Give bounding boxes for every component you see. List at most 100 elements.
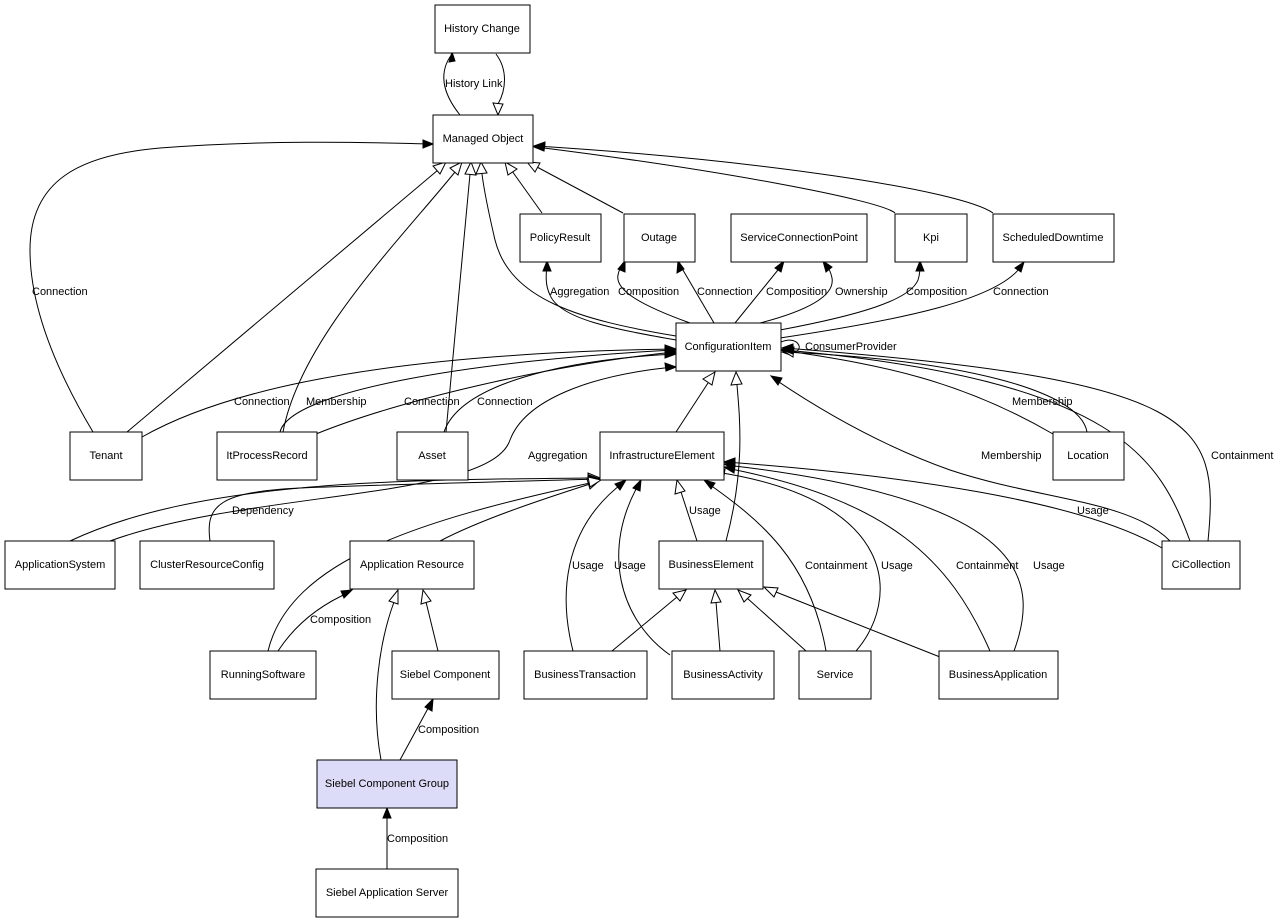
edge-label-composition: Composition <box>418 724 479 736</box>
arrow-head-filled <box>915 259 925 272</box>
node-siebel-application-server[interactable]: Siebel Application Server <box>315 868 459 918</box>
node-label: BusinessElement <box>669 559 754 571</box>
arrow-head-open <box>432 161 447 175</box>
node-scheduled-downtime[interactable]: ScheduledDowntime <box>992 213 1115 263</box>
arrow-head-filled <box>769 375 783 386</box>
node-application-system[interactable]: ApplicationSystem <box>4 540 116 590</box>
node-infrastructure-element[interactable]: InfrastructureElement <box>599 431 725 481</box>
arrow-head-open <box>672 589 687 602</box>
node-application-resource[interactable]: Application Resource <box>349 540 475 590</box>
arrow-head-open <box>674 478 686 495</box>
edge-itpr-ci-connection <box>315 351 675 435</box>
edge-label-usage: Usage <box>614 560 646 572</box>
edge-downtime-mo <box>535 145 994 214</box>
edge-tenant-ci-connection <box>141 348 675 438</box>
arrow-head-filled <box>722 457 736 467</box>
edge-cicollection-ci-containment <box>783 347 1211 542</box>
arrow-head-open <box>736 589 752 603</box>
node-label: BusinessApplication <box>949 669 1047 681</box>
edge-label-membership: Membership <box>981 450 1042 462</box>
edge-label-connection: Connection <box>477 396 533 408</box>
node-service-connection-point[interactable]: ServiceConnectionPoint <box>730 213 868 263</box>
edge-label-composition: Composition <box>766 286 827 298</box>
node-label: Outage <box>641 232 677 244</box>
edge-service-be-inherit <box>746 597 807 652</box>
arrow-head-filled <box>822 259 833 273</box>
edge-history-link-up <box>443 53 461 116</box>
arrow-head-filled <box>664 349 678 359</box>
edge-appsys-ie-inherit <box>69 477 589 542</box>
edge-itpr-mo-inherit <box>282 171 456 433</box>
edge-bapp-ie-containment <box>725 467 991 652</box>
edge-label-membership: Membership <box>1012 396 1073 408</box>
edge-label-usage: Usage <box>1077 505 1109 517</box>
edge-history-link-down <box>495 53 505 105</box>
node-label: InfrastructureElement <box>609 450 714 462</box>
edge-label-membership: Membership <box>306 396 367 408</box>
node-service[interactable]: Service <box>798 650 872 700</box>
edge-bapp-ie-usage <box>725 464 1024 652</box>
node-asset[interactable]: Asset <box>396 431 469 481</box>
node-siebel-component-group[interactable]: Siebel Component Group <box>316 759 458 809</box>
node-label: Kpi <box>923 232 939 244</box>
node-running-software[interactable]: RunningSoftware <box>209 650 317 700</box>
edge-bapp-be-inherit <box>775 591 941 658</box>
node-managed-object[interactable]: Managed Object <box>432 114 534 164</box>
edge-label-usage: Usage <box>689 505 721 517</box>
edge-cicollection-ie-usage <box>725 461 1163 549</box>
edge-label-composition: Composition <box>618 286 679 298</box>
arrow-head-filled <box>532 141 546 150</box>
node-business-transaction[interactable]: BusinessTransaction <box>523 650 648 700</box>
node-outage[interactable]: Outage <box>623 213 696 263</box>
arrow-head-filled <box>614 479 628 491</box>
node-history-change[interactable]: History Change <box>434 4 531 54</box>
node-label: History Change <box>444 23 520 35</box>
node-business-element[interactable]: BusinessElement <box>658 540 764 590</box>
edge-location-ci-membership <box>783 351 1088 433</box>
edge-ie-ci-inherit <box>675 382 709 433</box>
arrow-head-filled <box>422 139 435 149</box>
arrow-head-open <box>388 588 399 605</box>
edge-ci-mo-inherit <box>481 173 677 337</box>
node-tenant[interactable]: Tenant <box>69 431 143 481</box>
edge-component-appres-inherit <box>425 601 439 652</box>
node-label: Location <box>1067 450 1109 462</box>
node-label: RunningSoftware <box>221 669 305 681</box>
node-kpi[interactable]: Kpi <box>894 213 968 263</box>
edge-group-appres-inherit <box>375 601 395 761</box>
edge-policy-mo-inherit <box>511 170 543 214</box>
edge-bt-be-inherit <box>611 596 678 652</box>
edge-cluster-ie-dependency <box>208 478 599 542</box>
node-location[interactable]: Location <box>1052 431 1125 481</box>
node-business-activity[interactable]: BusinessActivity <box>671 650 775 700</box>
edge-kpi-mo <box>535 146 896 214</box>
node-siebel-component[interactable]: Siebel Component <box>391 650 500 700</box>
arrow-head-filled <box>617 259 626 273</box>
edge-label-consumer-provider: ConsumerProvider <box>805 341 897 353</box>
edge-itpr-ci-membership <box>279 349 675 433</box>
node-business-application[interactable]: BusinessApplication <box>938 650 1059 700</box>
edge-label-usage: Usage <box>1033 560 1065 572</box>
node-label: Siebel Component Group <box>325 778 449 790</box>
node-ci-collection[interactable]: CiCollection <box>1161 540 1241 590</box>
arrow-head-filled <box>448 50 456 63</box>
node-label: CiCollection <box>1172 559 1231 571</box>
edge-service-ie-containment <box>705 481 827 652</box>
edge-be-ie-usage <box>680 491 698 542</box>
edge-ci-policy-aggregation <box>545 262 677 341</box>
edge-label-aggregation: Aggregation <box>528 450 587 462</box>
edge-ba-ie-usage <box>618 481 671 656</box>
node-policy-result[interactable]: PolicyResult <box>519 213 602 263</box>
node-it-process-record[interactable]: ItProcessRecord <box>216 431 318 481</box>
node-configuration-item[interactable]: ConfigurationItem <box>675 322 782 372</box>
node-label: Application Resource <box>360 559 464 571</box>
edge-label-containment: Containment <box>1211 450 1273 462</box>
arrow-head-filled <box>424 697 434 712</box>
edge-asset-ci-connection <box>443 353 675 433</box>
node-cluster-resource-config[interactable]: ClusterResourceConfig <box>139 540 275 590</box>
arrow-head-open <box>730 370 743 386</box>
node-label: ScheduledDowntime <box>1003 232 1104 244</box>
edge-label-ownership: Ownership <box>835 286 888 298</box>
edge-label-usage: Usage <box>572 560 604 572</box>
